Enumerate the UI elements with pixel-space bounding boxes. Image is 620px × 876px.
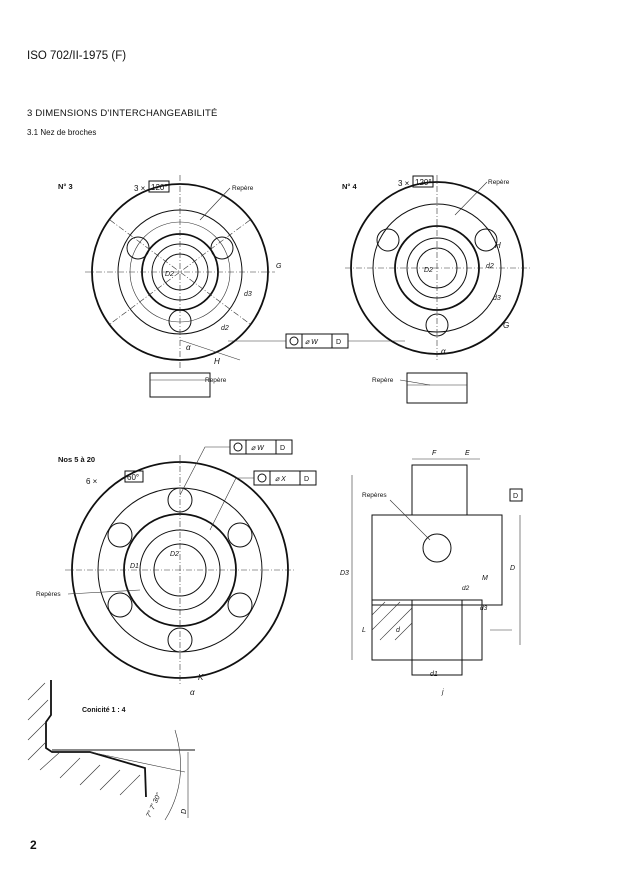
figure-no5-20: Nos 5 à 20 6 × 60° Repères D1 D2 K α ⌀ W… [36,439,317,697]
no4-repere-bottom: Repère [372,377,394,384]
no3-D2: D2 [165,271,174,278]
tolerance-w-datum: D [336,339,341,346]
no4-G: G [503,321,509,330]
figure-no3-label: N° 3 [58,182,73,191]
no4-D2: D2 [424,267,433,274]
dim-D3: D3 [340,570,349,577]
dim-E: E [465,450,470,457]
no3-H: H [214,357,220,366]
no4-angle-box: 120° [415,178,432,187]
dim-d1: d1 [430,671,438,678]
no5-angle: 6 × [86,477,98,486]
no4-angle: 3 × [398,179,410,188]
tolerance-frame-w: ⌀ W D [228,333,405,349]
no3-G: G [276,263,282,270]
tolerance-x-datum: D [304,476,309,483]
dim-d3: d3 [480,605,488,612]
no3-alpha: α [186,343,191,352]
no3-d2: d2 [221,325,229,332]
tolerance-x-value: ⌀ X [275,476,286,483]
dim-L: L [362,627,366,634]
no4-d3: d3 [493,295,501,302]
no5-K: K [198,673,204,682]
no5-D2: D2 [170,551,179,558]
section-title: 3 DIMENSIONS D'INTERCHANGEABILITÉ [27,108,218,119]
no4-repere-top: Repère [488,179,510,186]
subsection-title: 3.1 Nez de broches [27,128,97,137]
no3-angle-box: 120° [151,183,168,192]
dim-j: j [441,689,444,696]
taper-angle: 7° 7' 30" [145,791,163,818]
dim-d2: d2 [462,585,470,592]
dim-M: M [482,575,488,582]
position-tolerance-icon [289,336,299,346]
no4-d2: d2 [486,263,494,270]
taper-D: D [181,809,188,814]
standard-reference: ISO 702/II-1975 (F) [27,50,127,62]
no5-reperes: Repères [36,591,61,598]
figure-no4: N° 4 3 × 120° Repère H d2 d3 G D2 α Repè… [342,175,530,404]
section-view: F E D Repères D3 D M d2 d3 d L d1 j [340,450,523,696]
dim-F: F [432,450,437,457]
no5-angle-box: 60° [127,473,139,482]
no5-D1: D1 [130,563,139,570]
taper-detail: Conicité 1 : 4 7° 7' 30" D [27,680,195,821]
no5-alpha: α [190,688,195,697]
dim-d: d [396,627,401,634]
dim-D: D [510,565,515,572]
no3-repere-top: Repère [232,185,254,192]
datum-D: D [513,493,518,500]
tolerance-w2-value: ⌀ W [251,445,265,452]
figure-no5-20-label: Nos 5 à 20 [58,455,95,464]
no4-alpha: α [441,347,446,356]
tolerance-w2-datum: D [280,445,285,452]
figure-no3: N° 3 3 × 120° Repère G d3 d2 D2 H α Repè… [58,175,282,398]
figure-no4-label: N° 4 [342,182,357,191]
taper-title: Conicité 1 : 4 [82,707,126,714]
no3-repere-bottom: Repère [205,377,227,384]
no3-angle: 3 × [134,184,146,193]
no4-H: H [495,241,501,250]
no3-d3: d3 [244,291,252,298]
page-number: 2 [30,838,37,852]
section-reperes: Repères [362,492,387,499]
tolerance-w-value: ⌀ W [305,339,319,346]
